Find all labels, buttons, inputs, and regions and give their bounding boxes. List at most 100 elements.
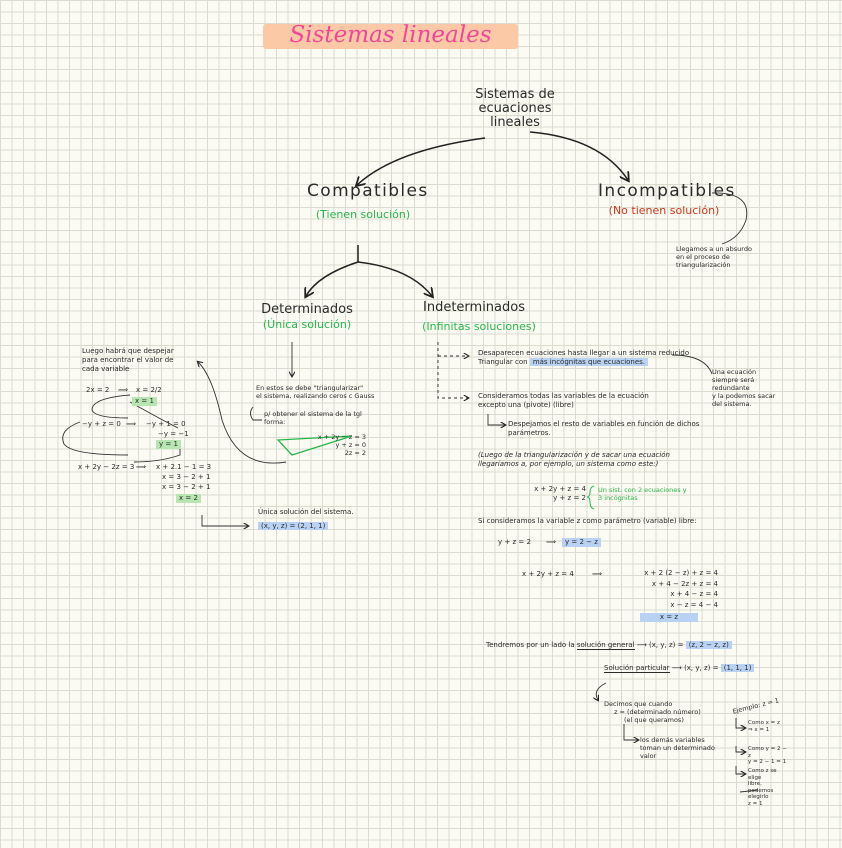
sys-note-line: Un sist. con 2 ecuaciones y [598, 486, 687, 494]
side-note-line: y la podemos sacar [712, 392, 776, 400]
left-hook [201, 515, 248, 526]
ind-dash-branch [437, 342, 468, 398]
ind-explanation-2: Consideramos todas las variables de la e… [478, 392, 698, 410]
left-note-line: para encontrar el valor de [82, 356, 174, 364]
tri-line: 2z = 2 [344, 449, 366, 457]
general-underlined: solución general [576, 641, 635, 650]
tri-to-left-curve [198, 362, 287, 464]
compatibles-label: Compatibles [307, 181, 429, 201]
eq-c1: x + 2y − 2z = 3 [78, 463, 135, 471]
side-note-line: siempre será redundante [712, 376, 755, 392]
det-sub-line: forma: [264, 418, 286, 426]
particular-solution: Solución particular ⟶ (x, y, z) = (1, 1,… [604, 664, 755, 673]
general-arrow: ⟶ [636, 641, 647, 649]
eq-b4: y = 1 [156, 440, 181, 449]
particular-arrow: ⟶ [671, 664, 682, 672]
incompat-note-line: en el proceso de [676, 253, 730, 261]
tri-line: x + 2y − z = 3 [317, 433, 366, 441]
ind-explanation-4: (Luego de la triangularización y de saca… [478, 451, 738, 469]
left-note-line: Luego habrá que despejar [82, 347, 174, 355]
implies-arrow: ⟹ [126, 420, 137, 428]
bottom1-line: (el que queramos) [624, 716, 684, 724]
ind3-line: Despejamos el resto de variables en func… [508, 420, 700, 428]
reduced-system: x + 2y + z = 4 y + z = 2 [504, 485, 586, 503]
particular-value: (1, 1, 1) [720, 664, 755, 672]
arrow-to-incompatibles [529, 131, 628, 180]
arrow-to-determinados [306, 245, 359, 296]
step2-result: x = z [640, 613, 698, 622]
bottom-hook [623, 724, 638, 740]
left-loop-1 [91, 394, 131, 419]
det-sub-line: p/ obtener el sistema de la tgl [264, 410, 362, 418]
step2-line: x + 2 (2 − z) + z = 4 [644, 569, 718, 577]
left-loop-2 [62, 421, 129, 456]
det-note: En estos se debe "triangularizar" el sis… [256, 384, 396, 400]
param-arrow-curve [596, 682, 607, 700]
ind2-line: Consideramos todas las variables de la e… [478, 392, 649, 400]
general-solution: Tendremos por un lado la solución genera… [486, 641, 732, 650]
eq-c4: x = 3 − 2 + 1 [162, 483, 211, 491]
ex1-line: Como x = z [748, 720, 780, 726]
ind-explanation-1: Desaparecen ecuaciones hasta llegar a un… [478, 349, 698, 367]
eq-a2: x = 2/2 [136, 386, 162, 394]
left-note-line: cada variable [82, 365, 130, 373]
incompat-note-line: triangularización [676, 261, 731, 269]
det-hook [250, 406, 262, 421]
unique-solution-value: (x, y, z) = (2, 1, 1) [258, 522, 329, 531]
ex2-line: Como y = 2 − z [748, 746, 787, 759]
determinados-label: Determinados [261, 302, 353, 317]
eq-b3: −y = −1 [158, 430, 189, 438]
incompatibles-note: (No tienen solución) [608, 204, 720, 217]
ind1-highlight: más incógnitas que ecuaciones. [529, 358, 649, 366]
root-line-3: lineales [490, 115, 540, 130]
ind-explanation-3: Despejamos el resto de variables en func… [508, 420, 728, 438]
step2-eq: x + 2y + z = 4 [522, 570, 574, 578]
ind-hook [487, 414, 505, 425]
general-value: (z, 2 − z, z) [685, 641, 732, 649]
implies-arrow: ⟹ [546, 538, 557, 546]
determinados-note: (Única solución) [262, 318, 352, 331]
unique-solution-text: (x, y, z) = (2, 1, 1) [258, 522, 329, 530]
incompatibles-side-note: Llegamos a un absurdo en el proceso de t… [676, 245, 776, 269]
compatibles-note: (Tienen solución) [315, 208, 411, 221]
incompat-note-line: Llegamos a un absurdo [676, 245, 752, 253]
page-title: Sistemas lineales [289, 22, 492, 48]
ind1-line2: Triangular con [478, 358, 528, 366]
eq-b1: −y + z = 0 [82, 420, 121, 428]
general-xyz: (x, y, z) = [649, 641, 684, 649]
ex2-line: y = 2 − 1 = 1 [748, 759, 787, 765]
step2-lines: x + 2 (2 − z) + z = 4 x + 4 − 2z + z = 4… [608, 568, 718, 610]
ex1-line: ⇒ x = 1 [748, 726, 770, 733]
implies-arrow: ⟹ [592, 570, 603, 578]
eq-c5: x = 2 [176, 494, 201, 503]
bottom2-line: los demás variables [640, 736, 705, 744]
indeterminados-label: Indeterminados [423, 300, 525, 315]
triangular-system: x + 2y − z = 3 y + z = 0 2z = 2 [286, 433, 366, 457]
bottom-note-1: Decimos que cuando z = (determinado núme… [604, 700, 704, 724]
eq-c3: x = 3 − 2 + 1 [162, 473, 211, 481]
example-1: Como x = z ⇒ x = 1 [748, 720, 788, 733]
ex3-line: elegirlo [748, 794, 769, 800]
ind-side-curve [671, 354, 713, 375]
triangle-shape [276, 435, 353, 456]
title-highlight [263, 24, 518, 49]
incompatibles-note-curve [711, 192, 748, 245]
example-2: Como y = 2 − z y = 2 − 1 = 1 [748, 746, 788, 766]
ind-side-note: Una ecuación siempre será redundante y l… [712, 368, 792, 408]
bottom2-line: toman un determinado valor [640, 744, 715, 760]
step1-result: y = 2 − z [562, 538, 601, 547]
sys-line: y + z = 2 [553, 494, 586, 502]
system-note: Un sist. con 2 ecuaciones y 3 incógnitas [598, 486, 708, 502]
implies-arrow: ⟹ [136, 463, 147, 471]
det-note-line: En estos se debe "triangularizar" [256, 384, 364, 392]
eq-b2: −y + 1 = 0 [146, 420, 186, 428]
root-line-2: ecuaciones [478, 101, 552, 116]
example-3: Como z se elige libre, podemos elegirlo … [748, 768, 788, 807]
ex3-line: libre, podemos [748, 781, 774, 794]
ex-hook-1 [735, 718, 745, 728]
bottom1-line: Decimos que cuando [604, 700, 673, 708]
left-loop-4 [133, 440, 181, 463]
ex3-line: Como z se elige [748, 768, 777, 781]
bottom-note-2: los demás variables toman un determinado… [640, 736, 730, 760]
root-node: Sistemas de ecuaciones lineales [455, 88, 575, 130]
